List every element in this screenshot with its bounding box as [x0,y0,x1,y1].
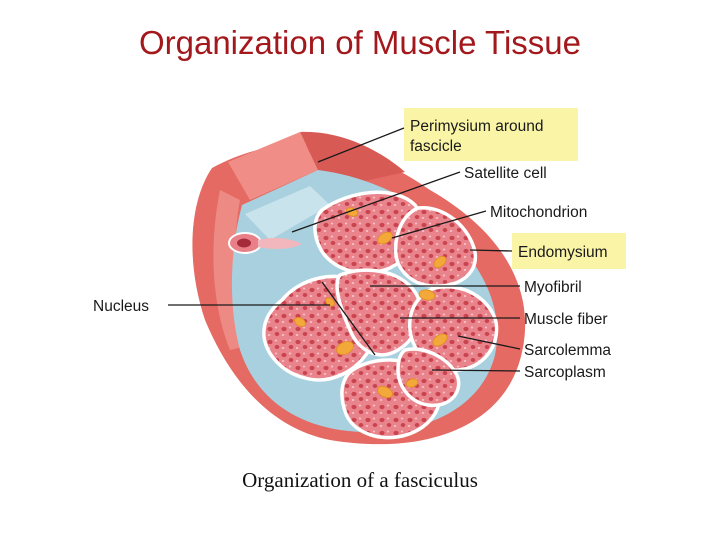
muscle-fiber-center [335,268,423,357]
muscle-fibers [262,190,499,440]
label-satellite-cell: Satellite cell [464,165,547,182]
endomysium-highlight [512,233,626,269]
label-perimysium-line1: Perimysium around [410,118,544,135]
label-endomysium: Endomysium [518,244,608,261]
diagram-caption: Organization of a fasciculus [242,468,478,492]
label-myofibril: Myofibril [524,279,582,296]
label-muscle-fiber: Muscle fiber [524,311,608,328]
muscle-fiber-lower-right [396,347,461,408]
label-perimysium-line2: fascicle [410,138,462,155]
label-sarcoplasm: Sarcoplasm [524,364,606,381]
label-sarcolemma: Sarcolemma [524,342,611,359]
label-nucleus: Nucleus [93,298,149,315]
slide-title: Organization of Muscle Tissue [138,24,582,61]
mitochondria [294,207,448,399]
leader-lines [168,127,521,372]
satellite-cell-illustration [228,232,302,254]
perimysium-highlight [404,108,578,161]
label-mitochondrion: Mitochondrion [490,204,587,221]
